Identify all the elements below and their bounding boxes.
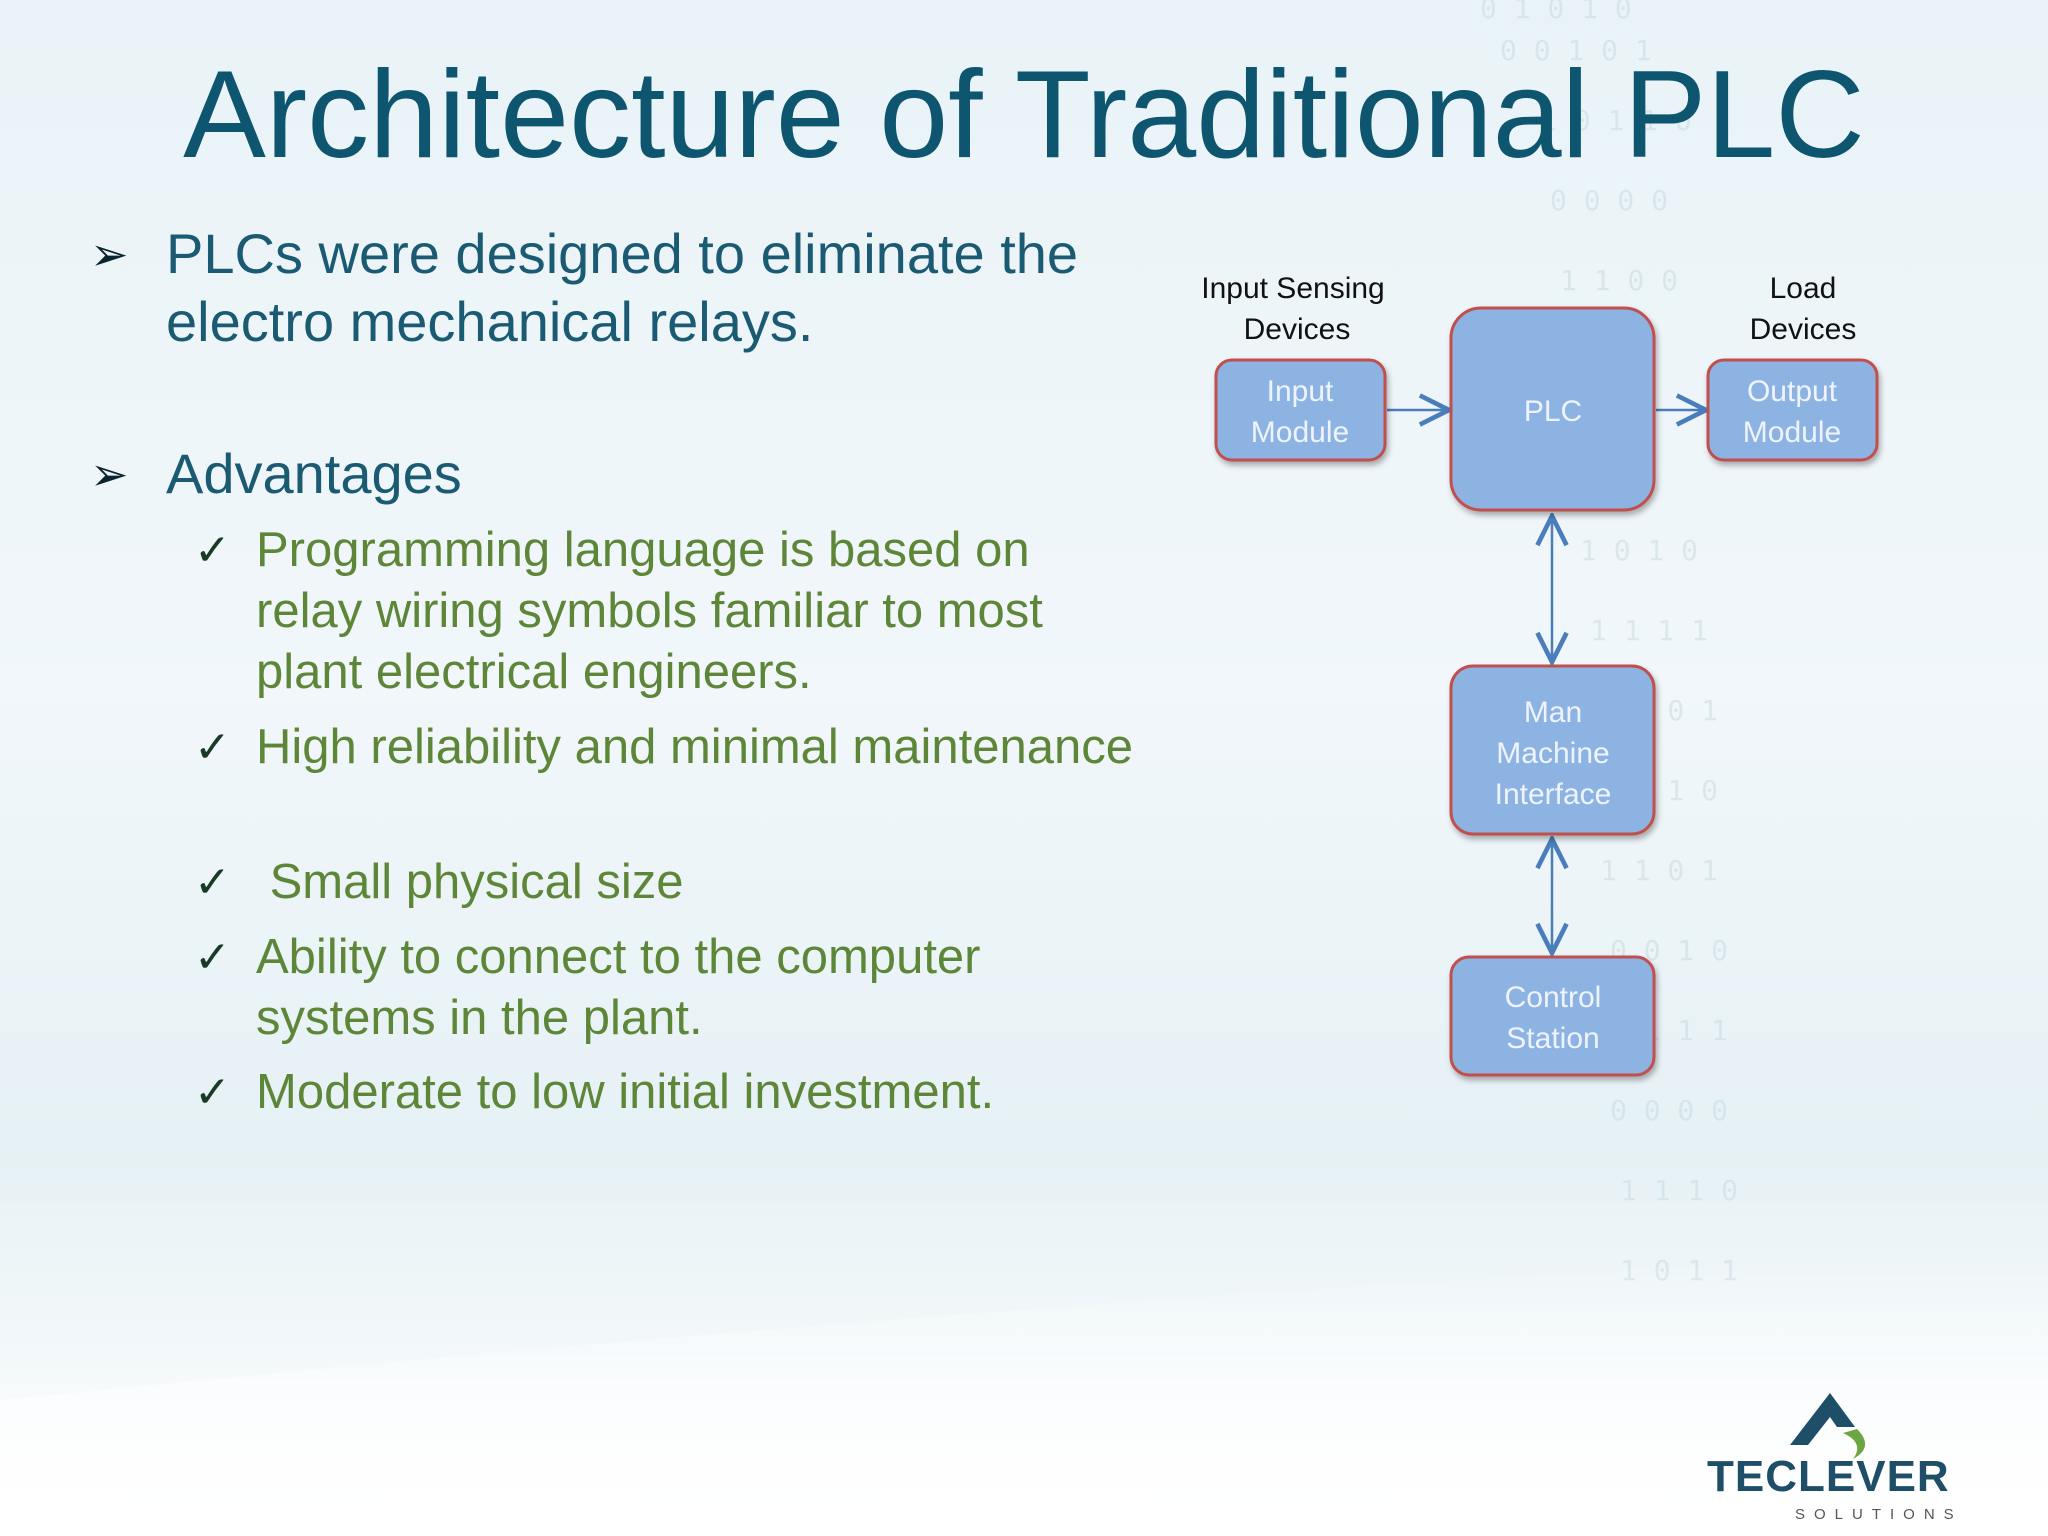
advantage-text: Small physical size [256,855,684,909]
caption-load-devices-line1: Load [1770,272,1837,305]
control-station-label-line2: Station [1506,1022,1599,1055]
plc-box: PLC [1449,306,1656,512]
caption-load-devices-line2: Devices [1750,313,1857,346]
bullet-text: Advantages [166,442,462,505]
svg-text:1 0 1 0: 1 0 1 0 [1580,534,1698,567]
checkmark-icon: ✓ [194,1067,231,1118]
checkmark-icon: ✓ [194,525,231,576]
input-module-label-line2: Module [1251,416,1349,449]
advantage-text: High reliability and minimal maintenance [256,720,1133,774]
slide-title: Architecture of Traditional PLC [183,46,1865,184]
plc-label: PLC [1524,395,1582,428]
svg-text:0 0 0 0: 0 0 0 0 [1550,184,1668,217]
advantage-item: ✓ Moderate to low initial investment. [194,1062,1154,1132]
bullet-text: PLCs were designed to eliminate the elec… [166,222,1079,353]
svg-text:1 1 1 1: 1 1 1 1 [1590,614,1708,647]
man-machine-interface-box: Man Machine Interface [1449,664,1656,836]
input-module-label-line1: Input [1267,375,1334,408]
arrow-bullet-icon: ➢ [90,448,129,500]
advantage-text: Ability to connect to the computer syste… [256,930,981,1045]
checkmark-icon: ✓ [194,722,231,773]
bullet-item: ➢ PLCs were designed to eliminate the el… [90,220,1150,360]
caption-input-devices-line1: Input Sensing [1201,272,1384,305]
logo-tagline: SOLUTIONS [1795,1506,1963,1523]
bullet-item: ➢ Advantages [90,440,1150,510]
mmi-label-line2: Machine [1496,737,1609,770]
advantage-text: Programming language is based on relay w… [256,523,1043,699]
advantage-item: ✓ Ability to connect to the computer sys… [194,927,1154,1057]
output-module-box: Output Module [1706,358,1879,462]
svg-text:0 0 1 0 1: 0 0 1 0 1 [1500,34,1652,67]
logo-wordmark: TECLEVER [1707,1452,1950,1501]
advantage-item: ✓ Small physical size [194,852,1154,922]
input-module-box: Input Module [1214,358,1387,462]
advantage-item: ✓ Programming language is based on relay… [194,520,1154,710]
svg-text:1 0 1 1 0: 1 0 1 1 0 [1540,104,1692,137]
svg-text:1 1 0 1: 1 1 0 1 [1600,854,1718,887]
svg-text:0 0 0 0: 0 0 0 0 [1610,1094,1728,1127]
mmi-label-line3: Interface [1495,778,1612,811]
checkmark-icon: ✓ [194,857,231,908]
teclever-logo: TECLEVER SOLUTIONS [1707,1393,1963,1523]
caption-input-devices-line2: Devices [1244,313,1351,346]
output-module-label-line1: Output [1747,375,1838,408]
checkmark-icon: ✓ [194,932,231,983]
advantage-item: ✓ High reliability and minimal maintenan… [194,717,1154,847]
advantage-text: Moderate to low initial investment. [256,1065,995,1119]
arrow-bullet-icon: ➢ [90,228,129,280]
control-station-box: Control Station [1449,955,1656,1077]
mmi-label-line1: Man [1524,696,1582,729]
control-station-label-line1: Control [1505,981,1602,1014]
svg-text:0 1 0 1 0: 0 1 0 1 0 [1480,0,1632,25]
svg-text:1 1 0 0: 1 1 0 0 [1560,264,1678,297]
svg-text:1 1 1 0: 1 1 1 0 [1620,1174,1738,1207]
output-module-label-line2: Module [1743,416,1841,449]
